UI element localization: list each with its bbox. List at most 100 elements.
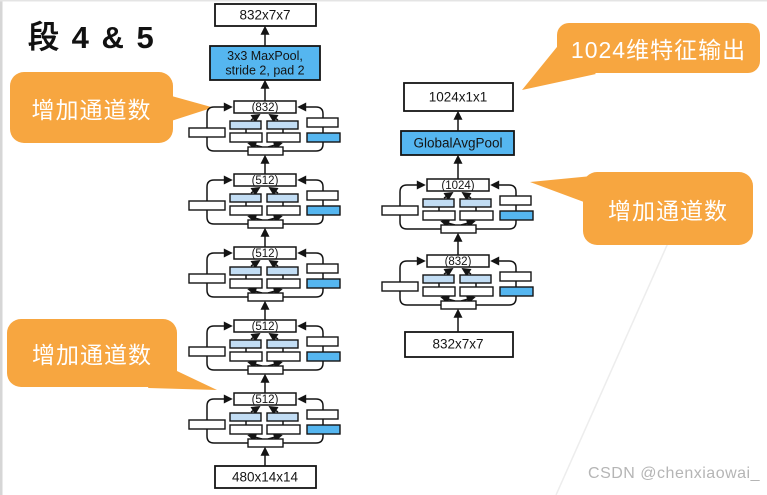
conv-1x1-box [381, 281, 419, 292]
callout-label: 1024维特征输出 [570, 37, 747, 63]
reduce-1x1-box [459, 210, 494, 221]
maxpool-branch-box [306, 278, 341, 289]
inception-right-path [476, 256, 517, 306]
inception-branch-arrow [250, 260, 261, 269]
tensor-label: 832x7x7 [239, 8, 290, 23]
pool-proj-box [499, 195, 532, 206]
reduce-1x1-box [229, 132, 263, 143]
maxpool-label-line2: stride 2, pad 2 [225, 64, 304, 78]
inception-branch-arrow [250, 187, 261, 196]
reduce-1x1-box [229, 351, 263, 362]
inception-right-path [283, 102, 324, 152]
reduce-1x1-box [229, 205, 263, 216]
callout-increase-channels-right: 增加通道数 [583, 172, 753, 245]
inception-right-path [283, 248, 324, 298]
reduce-1x1-box [266, 424, 301, 435]
tensor-box-480x14x14 [214, 465, 317, 489]
inception-branch-arrow [268, 260, 279, 269]
inception-output-label: (512) [252, 175, 279, 187]
inception-right-path [283, 175, 324, 225]
tensor-box-1024x1x1 [403, 82, 514, 112]
conv-1x1-box [188, 419, 226, 430]
pool-proj-box [306, 263, 339, 274]
inception-output-label: (1024) [441, 180, 474, 192]
reduce-1x1-box [422, 210, 456, 221]
maxpool-branch-box [499, 286, 534, 297]
maxpool-label-line1: 3x3 MaxPool, [227, 49, 303, 63]
page-edge-top [0, 0, 767, 2]
page-edge-left [0, 0, 3, 495]
inception-branch-arrow [268, 114, 279, 123]
inception-branch-arrow [268, 187, 279, 196]
conv-5x5-box [459, 274, 492, 284]
conv-5x5-box [459, 198, 492, 208]
reduce-1x1-box [266, 278, 301, 289]
conv-3x3-box [229, 120, 262, 130]
inception-branch-arrow [461, 268, 472, 277]
inception-branch-arrow [250, 333, 261, 342]
input-junction-box [247, 365, 284, 375]
reduce-1x1-box [459, 286, 494, 297]
conv-3x3-box [229, 412, 262, 422]
inception-output-box [426, 178, 490, 192]
pool-proj-box [306, 117, 339, 128]
input-junction-box [247, 438, 284, 448]
pool-proj-box [306, 190, 339, 201]
callout-label: 增加通道数 [608, 197, 728, 224]
tensor-label: 480x14x14 [232, 470, 299, 485]
input-junction-box [247, 219, 284, 229]
input-junction-box [247, 292, 284, 302]
conv-5x5-box [266, 120, 299, 130]
conv-1x1-box [188, 200, 226, 211]
inception-branch-arrow [250, 114, 261, 123]
maxpool-branch-box [306, 205, 341, 216]
reduce-1x1-box [229, 278, 263, 289]
conv-1x1-box [188, 273, 226, 284]
watermark-diagonal-line [555, 242, 669, 495]
inception-output-box [233, 319, 297, 333]
inception-branch-arrow [461, 192, 472, 201]
pool-proj-box [306, 409, 339, 420]
pool-proj-box [499, 271, 532, 282]
conv-5x5-box [266, 412, 299, 422]
conv-1x1-box [188, 346, 226, 357]
inception-output-box [233, 173, 297, 187]
conv-3x3-box [229, 193, 262, 203]
maxpool-branch-box [499, 210, 534, 221]
inception-branch-arrow [443, 268, 454, 277]
inception-branch-arrow [250, 406, 261, 415]
page-title: 段 4 & 5 [28, 20, 156, 55]
callout-label: 增加通道数 [31, 96, 152, 123]
input-junction-box [440, 300, 477, 310]
callout-increase-channels-top-left: 增加通道数 [10, 72, 173, 143]
conv-5x5-box [266, 266, 299, 276]
reduce-1x1-box [266, 351, 301, 362]
tensor-label: 832x7x7 [432, 337, 483, 352]
inception-output-label: (512) [252, 248, 279, 260]
callout-1024-feature-output: 1024维特征输出 [557, 23, 760, 73]
inception-output-label: (832) [252, 102, 279, 114]
conv-5x5-box [266, 193, 299, 203]
reduce-1x1-box [266, 205, 301, 216]
inception-right-path [283, 321, 324, 371]
inception-right-path [476, 180, 517, 230]
conv-1x1-box [188, 127, 226, 138]
callout-tail [168, 95, 213, 122]
conv-3x3-box [229, 339, 262, 349]
inception-branch-arrow [268, 406, 279, 415]
inception-output-label: (512) [252, 394, 279, 406]
inception-output-box [233, 392, 297, 406]
globalavgpool-layer-box [400, 130, 515, 156]
maxpool-branch-box [306, 132, 341, 143]
reduce-1x1-box [266, 132, 301, 143]
conv-5x5-box [266, 339, 299, 349]
callout-label: 增加通道数 [32, 342, 152, 368]
reduce-1x1-box [229, 424, 263, 435]
inception-right-path [283, 394, 324, 444]
tensor-label: 1024x1x1 [429, 90, 488, 105]
pool-proj-box [306, 336, 339, 347]
inception-output-box [233, 246, 297, 260]
inception-output-label: (832) [445, 256, 472, 268]
